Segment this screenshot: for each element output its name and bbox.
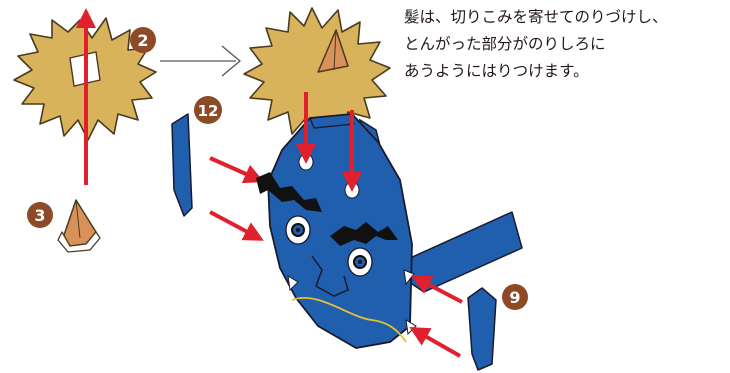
open-arrow-right-icon [160,45,242,77]
svg-text:12: 12 [198,102,219,120]
red-arrow-icon [411,275,463,304]
badge-step-9: 9 [502,284,528,310]
hair-piece-left [13,8,157,185]
badge-step-2: 2 [130,27,156,53]
badge-step-3: 3 [27,202,53,228]
mask-nose [311,255,349,297]
instruction-text: 髪は、切りこみを寄せてのりづけし、 とんがった部分がのりしろに あうようにはりつ… [404,4,726,85]
horn-on-hair [317,29,349,73]
fang [403,269,415,286]
instruction-line: 髪は、切りこみを寄せてのりづけし、 [404,8,668,26]
side-panel-left [171,113,193,217]
horn-piece [57,199,101,253]
instruction-line: あうようにはりつけます。 [404,62,589,80]
instruction-line: とんがった部分がのりしろに [404,35,606,53]
svg-text:3: 3 [34,206,45,225]
oni-mask [256,113,523,349]
red-arrow-icon [209,156,265,184]
side-panel-right [467,287,497,371]
red-arrow-icon [409,327,461,358]
horn-hole [344,181,360,199]
svg-text:9: 9 [509,288,520,307]
eyebrow-left [256,172,322,212]
red-arrow-icon [209,210,264,241]
eye-right [347,247,373,277]
svg-text:2: 2 [137,31,148,50]
mask-mouth-line [291,297,407,343]
fang [287,275,299,292]
badge-step-12: 12 [194,96,222,124]
horn-hole [298,153,314,171]
eye-left [285,215,311,245]
eyebrow-right [330,222,398,246]
fang [405,319,417,336]
